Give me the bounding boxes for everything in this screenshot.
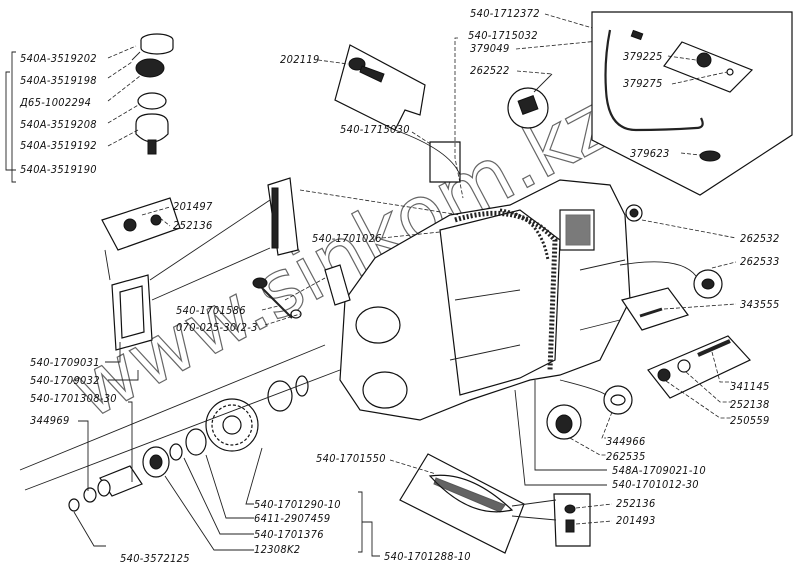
bolt-inset [334,44,426,131]
label-343555: 343555 [740,298,780,311]
pin-inset [621,287,689,331]
label-262533: 262533 [740,255,780,268]
label-D65-1002294: Д65-1002294 [19,96,91,109]
label-540-1701376: 540-1701376 [254,528,324,541]
label-540-1701308-30: 540-1701308-30 [30,392,117,405]
label-344966: 344966 [606,435,646,448]
label-070-025: 070-025-30(2-3 [176,321,258,334]
label-250559: 250559 [730,414,770,427]
label-540-1709032: 540-1709032 [30,374,100,387]
label-201493: 201493 [616,514,656,527]
label-540-3572125: 540-3572125 [120,552,190,565]
label-252136-b: 252136 [616,497,656,510]
label-379049: 379049 [470,42,510,55]
label-344969: 344969 [30,414,70,427]
label-548A-1709021-10: 548A-1709021-10 [612,464,706,477]
label-540-1701026: 540-1701026 [312,232,382,245]
cover-bolt-inset [101,197,181,251]
label-262522: 262522 [470,64,510,77]
stud-inset [647,335,751,399]
pipe-inset [591,11,793,196]
label-12308K2: 12308K2 [254,543,300,556]
label-262532: 262532 [740,232,780,245]
label-540A-3519202: 540A-3519202 [20,52,97,65]
label-379623: 379623 [630,147,670,160]
label-540-1715032: 540-1715032 [468,29,538,42]
label-540-1701290-10: 540-1701290-10 [254,498,341,511]
label-252136-a: 252136 [173,219,213,232]
label-202119: 202119 [280,53,320,66]
shaft-assembly [68,375,309,512]
label-540-1701012-30: 540-1701012-30 [612,478,699,491]
label-379225: 379225 [623,50,663,63]
label-540-1701288-10: 540-1701288-10 [384,550,471,563]
fitting-379623 [699,150,721,162]
label-6411-2907459: 6411-2907459 [254,512,330,525]
label-540A-3519198: 540A-3519198 [20,74,97,87]
bracket-assembly [358,491,363,553]
label-540-1701586: 540-1701586 [176,304,246,317]
label-262535: 262535 [606,450,646,463]
label-540-1715030: 540-1715030 [340,123,410,136]
strainer-inset [399,453,525,554]
gearbox-housing [339,179,631,421]
label-540-1712372: 540-1712372 [470,7,540,20]
label-540A-3519190: 540A-3519190 [20,163,97,176]
label-540-1701550: 540-1701550 [316,452,386,465]
label-341145: 341145 [730,380,770,393]
label-540A-3519192: 540A-3519192 [20,139,97,152]
bolt [348,57,385,83]
dipstick [252,264,351,319]
label-379275: 379275 [623,77,663,90]
label-540-1709031: 540-1709031 [30,356,100,369]
label-540A-3519208: 540A-3519208 [20,118,97,131]
label-201497: 201497 [173,200,213,213]
label-252138: 252138 [730,398,770,411]
breather-parts [131,33,174,155]
bracket-group [11,51,16,183]
